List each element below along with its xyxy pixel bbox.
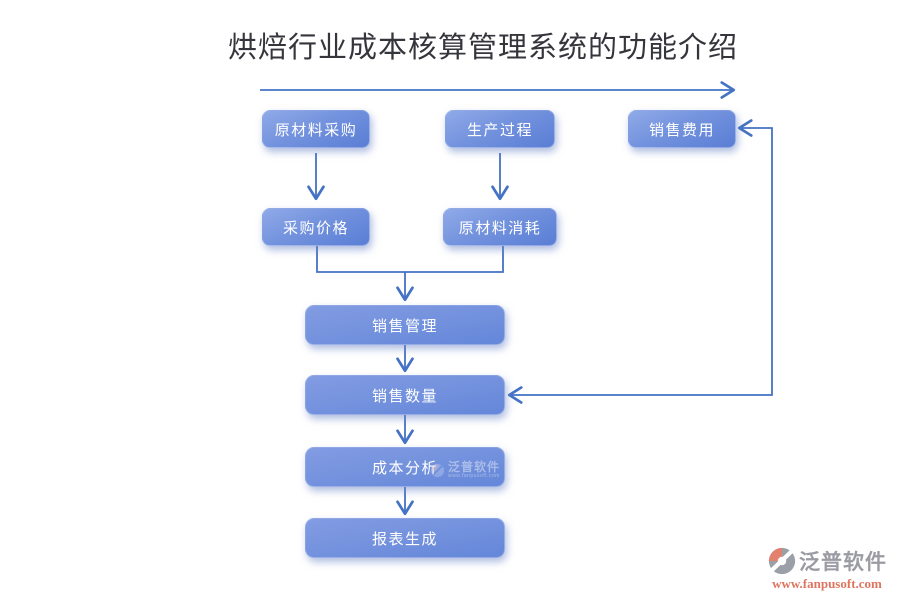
node-production-process: 生产过程 — [445, 110, 555, 148]
node-label: 原材料采购 — [274, 121, 358, 139]
watermark-text: 泛普软件 www.fanpusoft.com — [448, 461, 500, 479]
node-label: 报表生成 — [371, 530, 438, 548]
node-label: 销售数量 — [371, 387, 438, 405]
watermark-brand: 泛普软件 — [447, 460, 500, 474]
node-purchase-price: 采购价格 — [262, 208, 370, 246]
node-label: 原材料消耗 — [458, 219, 542, 237]
feedback-connector-sales-expense-sales-quantity — [507, 119, 773, 404]
node-label: 成本分析 — [371, 459, 438, 477]
node-cost-analysis: 成本分析 泛普软件 www.fanpusoft.com — [305, 447, 505, 487]
node-label: 采购价格 — [282, 219, 349, 237]
node-label: 生产过程 — [466, 121, 533, 139]
node-label: 销售费用 — [648, 121, 715, 139]
watermark-url: www.fanpusoft.com — [447, 473, 500, 479]
node-sales-quantity: 销售数量 — [305, 375, 505, 415]
page-title: 烘焙行业成本核算管理系统的功能介绍 — [227, 30, 738, 64]
watermark: 泛普软件 www.fanpusoft.com — [430, 461, 500, 479]
node-sales-expense: 销售费用 — [628, 110, 736, 148]
node-sales-management: 销售管理 — [305, 305, 505, 345]
vendor-logo-row: 泛普软件 — [767, 546, 887, 576]
vendor-logo-icon — [768, 547, 796, 575]
node-report-generation: 报表生成 — [305, 518, 505, 558]
node-raw-material-consumption: 原材料消耗 — [443, 208, 557, 246]
node-raw-material-purchase: 原材料采购 — [262, 110, 370, 148]
vendor-logo-url: www.fanpusoft.com — [772, 576, 882, 591]
vendor-logo-brand: 泛普软件 — [799, 551, 887, 574]
vendor-logo: 泛普软件 www.fanpusoft.com — [761, 546, 893, 592]
merge-connector — [316, 246, 504, 273]
node-label: 销售管理 — [371, 317, 438, 335]
